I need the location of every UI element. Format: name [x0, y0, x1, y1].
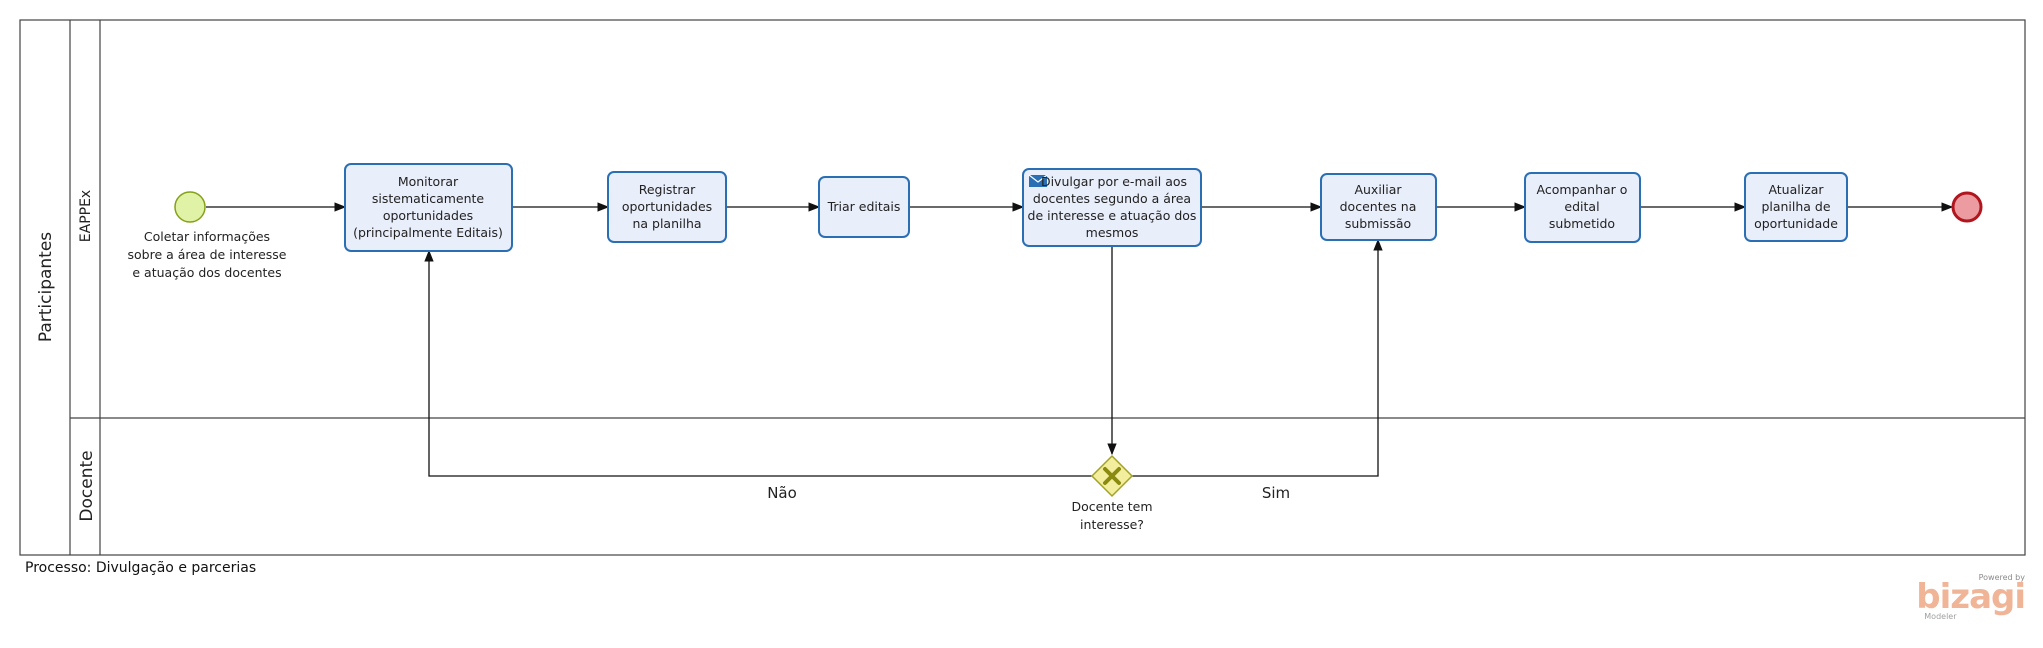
task-registrar[interactable]: Registrar oportunidades na planilha	[607, 171, 727, 243]
task-monitorar-line-2: sistematicamente	[372, 191, 485, 206]
task-acompanhar-line-1: Acompanhar o	[1537, 182, 1628, 197]
task-monitorar[interactable]: Monitorar sistematicamente oportunidades…	[344, 163, 513, 252]
flow-gateway-yes-to-auxiliar	[1130, 238, 1383, 477]
start-event-label-line-2: sobre a área de interesse	[128, 247, 287, 262]
gateway-label-line-2: interesse?	[1080, 517, 1144, 532]
start-event[interactable]: Coletar informações sobre a área de inte…	[128, 191, 287, 280]
task-divulgar-line-2: docentes segundo a área	[1033, 191, 1191, 206]
task-auxiliar-line-2: docentes na	[1340, 199, 1417, 214]
task-auxiliar-line-1: Auxiliar	[1354, 182, 1402, 197]
task-acompanhar-line-3: submetido	[1549, 216, 1615, 231]
task-atualizar[interactable]: Atualizar planilha de oportunidade	[1744, 172, 1848, 242]
flow-gateway-no-to-monitorar	[424, 249, 1094, 477]
task-monitorar-line-1: Monitorar	[398, 174, 459, 189]
task-registrar-line-2: oportunidades	[622, 199, 712, 214]
task-divulgar-line-3: de interesse e atuação dos	[1028, 208, 1197, 223]
task-registrar-line-1: Registrar	[639, 182, 696, 197]
lane-label-eappex: EAPPEx	[78, 190, 94, 242]
task-triar-line-1: Triar editais	[827, 199, 901, 214]
task-atualizar-line-1: Atualizar	[1768, 182, 1824, 197]
task-monitorar-line-4: (principalmente Editais)	[353, 225, 503, 240]
lane-label-docente: Docente	[77, 450, 97, 521]
exclusive-gateway[interactable]: Docente tem interesse?	[1071, 454, 1153, 532]
pool-label: Participantes	[36, 232, 56, 342]
task-monitorar-line-3: oportunidades	[383, 208, 473, 223]
envelope-icon	[1028, 174, 1048, 187]
start-event-label-line-1: Coletar informações	[144, 229, 270, 244]
task-triar[interactable]: Triar editais	[818, 176, 910, 238]
brand-powered-text: Powered by	[1978, 573, 2025, 582]
x-mark-icon	[1103, 467, 1121, 485]
task-auxiliar-line-3: submissão	[1345, 216, 1411, 231]
flow-label-nao: Não	[767, 484, 797, 502]
task-atualizar-line-2: planilha de	[1761, 199, 1830, 214]
task-divulgar-line-4: mesmos	[1086, 225, 1139, 240]
task-divulgar[interactable]: Divulgar por e-mail aos docentes segundo…	[1022, 168, 1202, 247]
task-registrar-line-3: na planilha	[632, 216, 701, 231]
lane-docente: Docente	[77, 418, 101, 555]
task-acompanhar-line-2: edital	[1564, 199, 1599, 214]
pool-participantes: Participantes	[19, 19, 2026, 556]
end-event[interactable]	[1951, 191, 1983, 223]
flow-label-sim: Sim	[1262, 484, 1290, 502]
lane-eappex: EAPPEx	[70, 20, 2025, 419]
bizagi-logo: Powered by bizagi Modeler	[1916, 573, 2026, 621]
start-event-label-line-3: e atuação dos docentes	[132, 265, 281, 280]
brand-product-text: Modeler	[1924, 612, 1957, 621]
task-atualizar-line-3: oportunidade	[1754, 216, 1838, 231]
brand-name-text: bizagi	[1916, 577, 2026, 617]
process-caption: Processo: Divulgação e parcerias	[25, 560, 257, 576]
sequence-flows	[206, 202, 1954, 477]
task-auxiliar[interactable]: Auxiliar docentes na submissão	[1320, 173, 1437, 241]
gateway-label-line-1: Docente tem	[1071, 499, 1152, 514]
task-divulgar-line-1: Divulgar por e-mail aos	[1041, 174, 1187, 189]
task-acompanhar[interactable]: Acompanhar o edital submetido	[1524, 172, 1641, 243]
